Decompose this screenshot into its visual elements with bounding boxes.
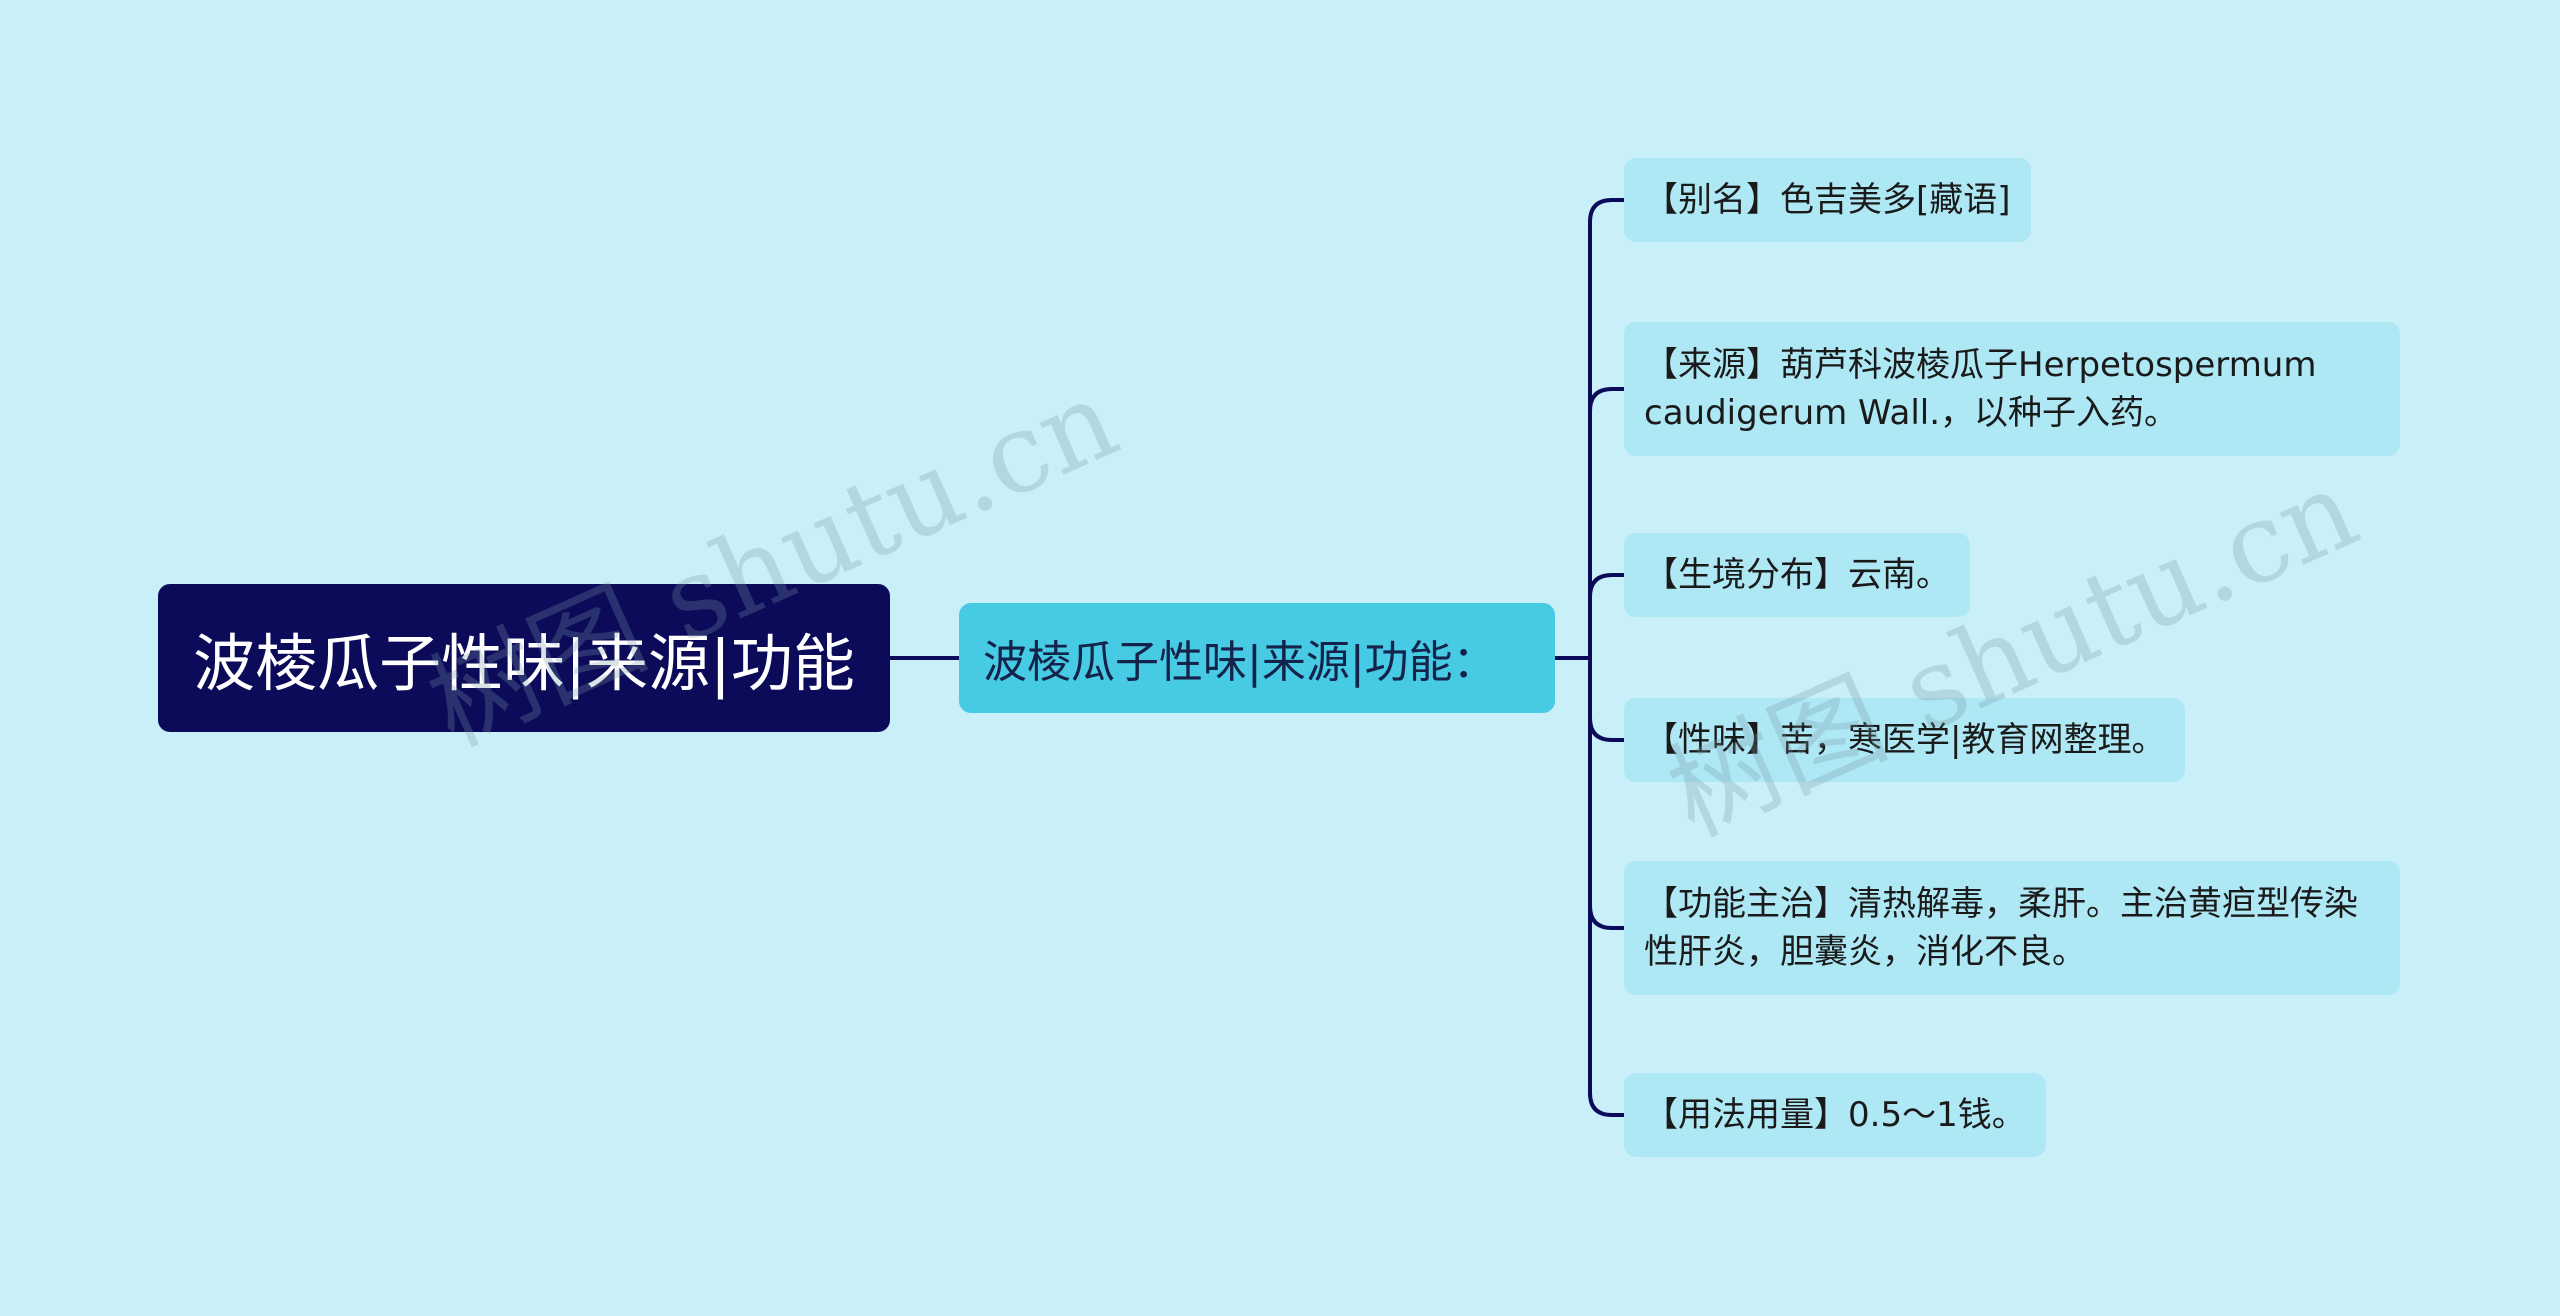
leaf-topic-function[interactable]: 【功能主治】清热解毒，柔肝。主治黄疸型传染性肝炎，胆囊炎，消化不良。	[1624, 861, 2400, 995]
branch-topic[interactable]: 波棱瓜子性味|来源|功能：	[959, 603, 1555, 713]
leaf-topic-taste[interactable]: 【性味】苦，寒医学|教育网整理。	[1624, 698, 2186, 782]
leaf-topic-habitat[interactable]: 【生境分布】云南。	[1624, 533, 1970, 617]
root-topic[interactable]: 波棱瓜子性味|来源|功能	[158, 584, 890, 732]
leaf-topic-source[interactable]: 【来源】葫芦科波棱瓜子Herpetospermum caudigerum Wal…	[1624, 322, 2400, 456]
leaf-topic-label: 【性味】苦，寒医学|教育网整理。	[1644, 720, 2166, 760]
leaf-topic-alias[interactable]: 【别名】色吉美多[藏语]	[1624, 158, 2031, 242]
leaf-connector-3	[1588, 573, 1624, 598]
leaf-topic-label: 【功能主治】清热解毒，柔肝。主治黄疸型传染性肝炎，胆囊炎，消化不良。	[1644, 884, 2358, 972]
leaf-topic-label: 【来源】葫芦科波棱瓜子Herpetospermum caudigerum Wal…	[1644, 345, 2317, 433]
leaf-connector-5	[1588, 905, 1624, 930]
leaf-topic-dosage[interactable]: 【用法用量】0.5～1钱。	[1624, 1073, 2046, 1157]
leaf-connector-1	[1588, 198, 1624, 658]
leaf-topic-label: 【生境分布】云南。	[1644, 555, 1950, 595]
leaf-connector-2	[1588, 387, 1624, 412]
leaf-topic-label: 【别名】色吉美多[藏语]	[1644, 180, 2011, 220]
branch-topic-label: 波棱瓜子性味|来源|功能：	[983, 637, 1497, 688]
leaf-connector-6	[1588, 658, 1624, 1117]
leaf-connector-4	[1588, 717, 1624, 742]
leaf-topic-label: 【用法用量】0.5～1钱。	[1644, 1095, 2026, 1135]
root-topic-label: 波棱瓜子性味|来源|功能	[193, 627, 855, 700]
